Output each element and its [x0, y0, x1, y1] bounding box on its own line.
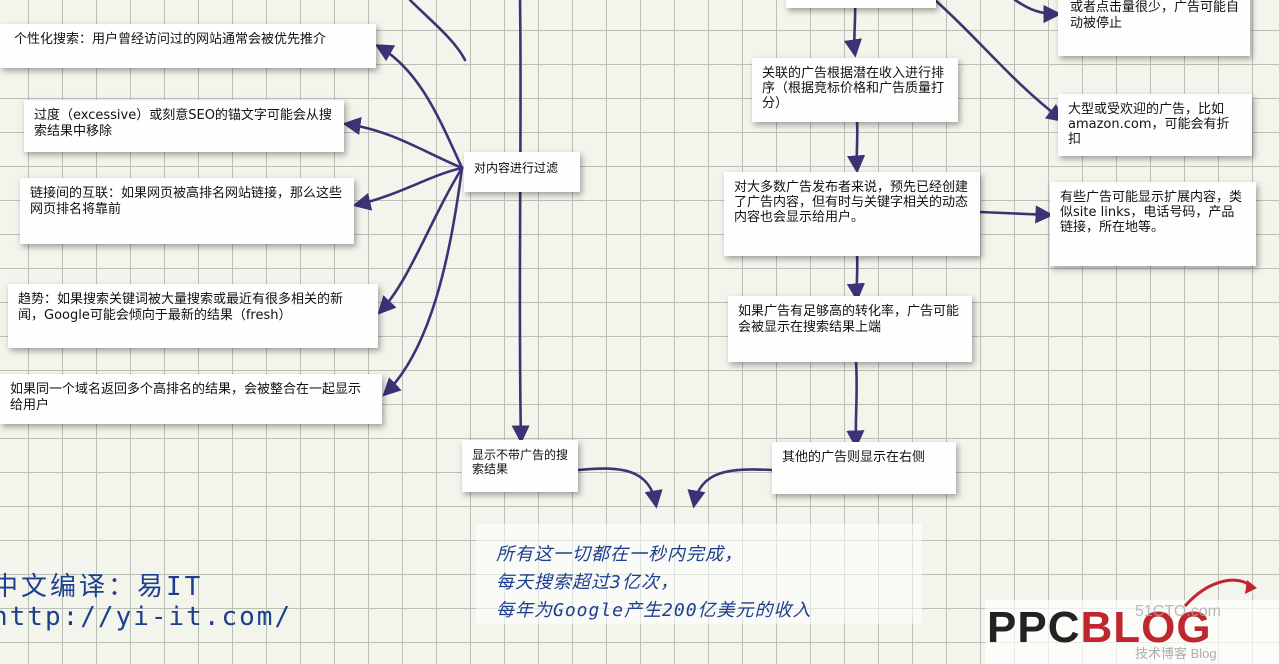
- translator-credit: 中文编译：易IT: [0, 572, 204, 602]
- note-right-side-text: 其他的广告则显示在右侧: [782, 450, 926, 465]
- note-amazon-text: 大型或受欢迎的广告，比如amazon.com，可能会有折扣: [1068, 102, 1230, 147]
- arrow-predefined-to-top: [846, 253, 865, 302]
- note-interlinks-text: 链接间的互联：如果网页被高排名网站链接，那么这些网页排名将靠前: [30, 186, 343, 217]
- arrow-top-to-rank: [843, 0, 862, 58]
- note-top-partial: 或者点击量很少，广告可能自动被停止: [1058, 0, 1250, 56]
- note-filter-text: 对内容进行过滤: [474, 161, 559, 175]
- arrow-to-extensions: [978, 205, 1054, 224]
- note-personalized: 个性化搜索：用户曾经访问过的网站通常会被优先推介: [0, 24, 376, 68]
- note-extensions: 有些广告可能显示扩展内容，类似site links，电话号码，产品链接，所在地等…: [1050, 182, 1256, 266]
- note-rank-revenue-text: 关联的广告根据潜在收入进行排序（根据竞标价格和广告质量打分）: [762, 66, 945, 111]
- arrow-right-side-to-summary: [687, 468, 774, 509]
- arrow-to-interlinks: [352, 166, 464, 211]
- logo-ppc: PPC: [987, 603, 1080, 652]
- arrow-to-trend: [377, 166, 464, 315]
- note-trend: 趋势：如果搜索关键词被大量搜索或最近有很多相关的新闻，Google可能会倾向于最…: [8, 284, 378, 348]
- logo-site: 51CTO.com: [1135, 603, 1221, 620]
- note-amazon: 大型或受欢迎的广告，比如amazon.com，可能会有折扣: [1058, 94, 1252, 156]
- summary-line-1: 所有这一切都在一秒内完成，: [496, 544, 743, 565]
- arrow-to-amazon: [933, 0, 1065, 123]
- arrow-to-same-domain: [382, 166, 464, 397]
- note-right-side: 其他的广告则显示在右侧: [772, 442, 956, 494]
- note-excessive: 过度（excessive）或刻意SEO的锚文字可能会从搜索结果中移除: [24, 100, 344, 152]
- arrow-to-excessive: [342, 116, 464, 170]
- note-same-domain: 如果同一个域名返回多个高排名的结果，会被整合在一起显示给用户: [0, 374, 382, 424]
- note-top-partial-text: 或者点击量很少，广告可能自动被停止: [1070, 0, 1240, 31]
- note-filter: 对内容进行过滤: [464, 152, 580, 192]
- logo-tagline: 技术博客 Blog: [1135, 646, 1217, 661]
- note-predefined-text: 对大多数广告发布者来说，预先已经创建了广告内容，但有时与关键字相关的动态内容也会…: [734, 180, 969, 225]
- ppcblog-logo: PPCBLOG 51CTO.com 技术博客 Blog: [987, 578, 1257, 661]
- main-flow-line: [511, 0, 530, 444]
- note-predefined: 对大多数广告发布者来说，预先已经创建了广告内容，但有时与关键字相关的动态内容也会…: [724, 172, 980, 256]
- note-no-ads-text: 显示不带广告的搜索结果: [472, 448, 569, 476]
- note-trend-text: 趋势：如果搜索关键词被大量搜索或最近有很多相关的新闻，Google可能会倾向于最…: [18, 292, 344, 323]
- summary-line-3: 每年为Google产生200亿美元的收入: [496, 600, 812, 621]
- translator-url[interactable]: http://yi-it.com/: [0, 602, 293, 632]
- logo-text: PPCBLOG: [987, 603, 1212, 652]
- note-same-domain-text: 如果同一个域名返回多个高排名的结果，会被整合在一起显示给用户: [10, 382, 362, 413]
- note-excessive-text: 过度（excessive）或刻意SEO的锚文字可能会从搜索结果中移除: [34, 108, 332, 139]
- note-top-display-text: 如果广告有足够高的转化率，广告可能会被显示在搜索结果上端: [738, 304, 960, 335]
- arrow-top-to-right-side: [846, 360, 865, 449]
- arrow-no-ads-to-summary: [576, 467, 663, 509]
- arrow-rank-to-predefined: [846, 118, 866, 174]
- watermark-area: [985, 600, 1279, 664]
- arrow-to-personalized: [374, 44, 464, 170]
- note-personalized-text: 个性化搜索：用户曾经访问过的网站通常会被优先推介: [14, 32, 327, 47]
- summary-panel: [476, 524, 922, 624]
- note-extensions-text: 有些广告可能显示扩展内容，类似site links，电话号码，产品链接，所在地等…: [1060, 190, 1243, 235]
- logo-blog: BLOG: [1080, 603, 1211, 652]
- note-no-ads: 显示不带广告的搜索结果: [462, 440, 578, 492]
- note-interlinks: 链接间的互联：如果网页被高排名网站链接，那么这些网页排名将靠前: [20, 178, 354, 244]
- summary-line-2: 每天搜索超过3亿次，: [496, 572, 679, 593]
- note-top-center-partial: [786, 0, 936, 8]
- note-top-display: 如果广告有足够高的转化率，广告可能会被显示在搜索结果上端: [728, 296, 972, 362]
- note-rank-revenue: 关联的广告根据潜在收入进行排序（根据竞标价格和广告质量打分）: [752, 58, 958, 122]
